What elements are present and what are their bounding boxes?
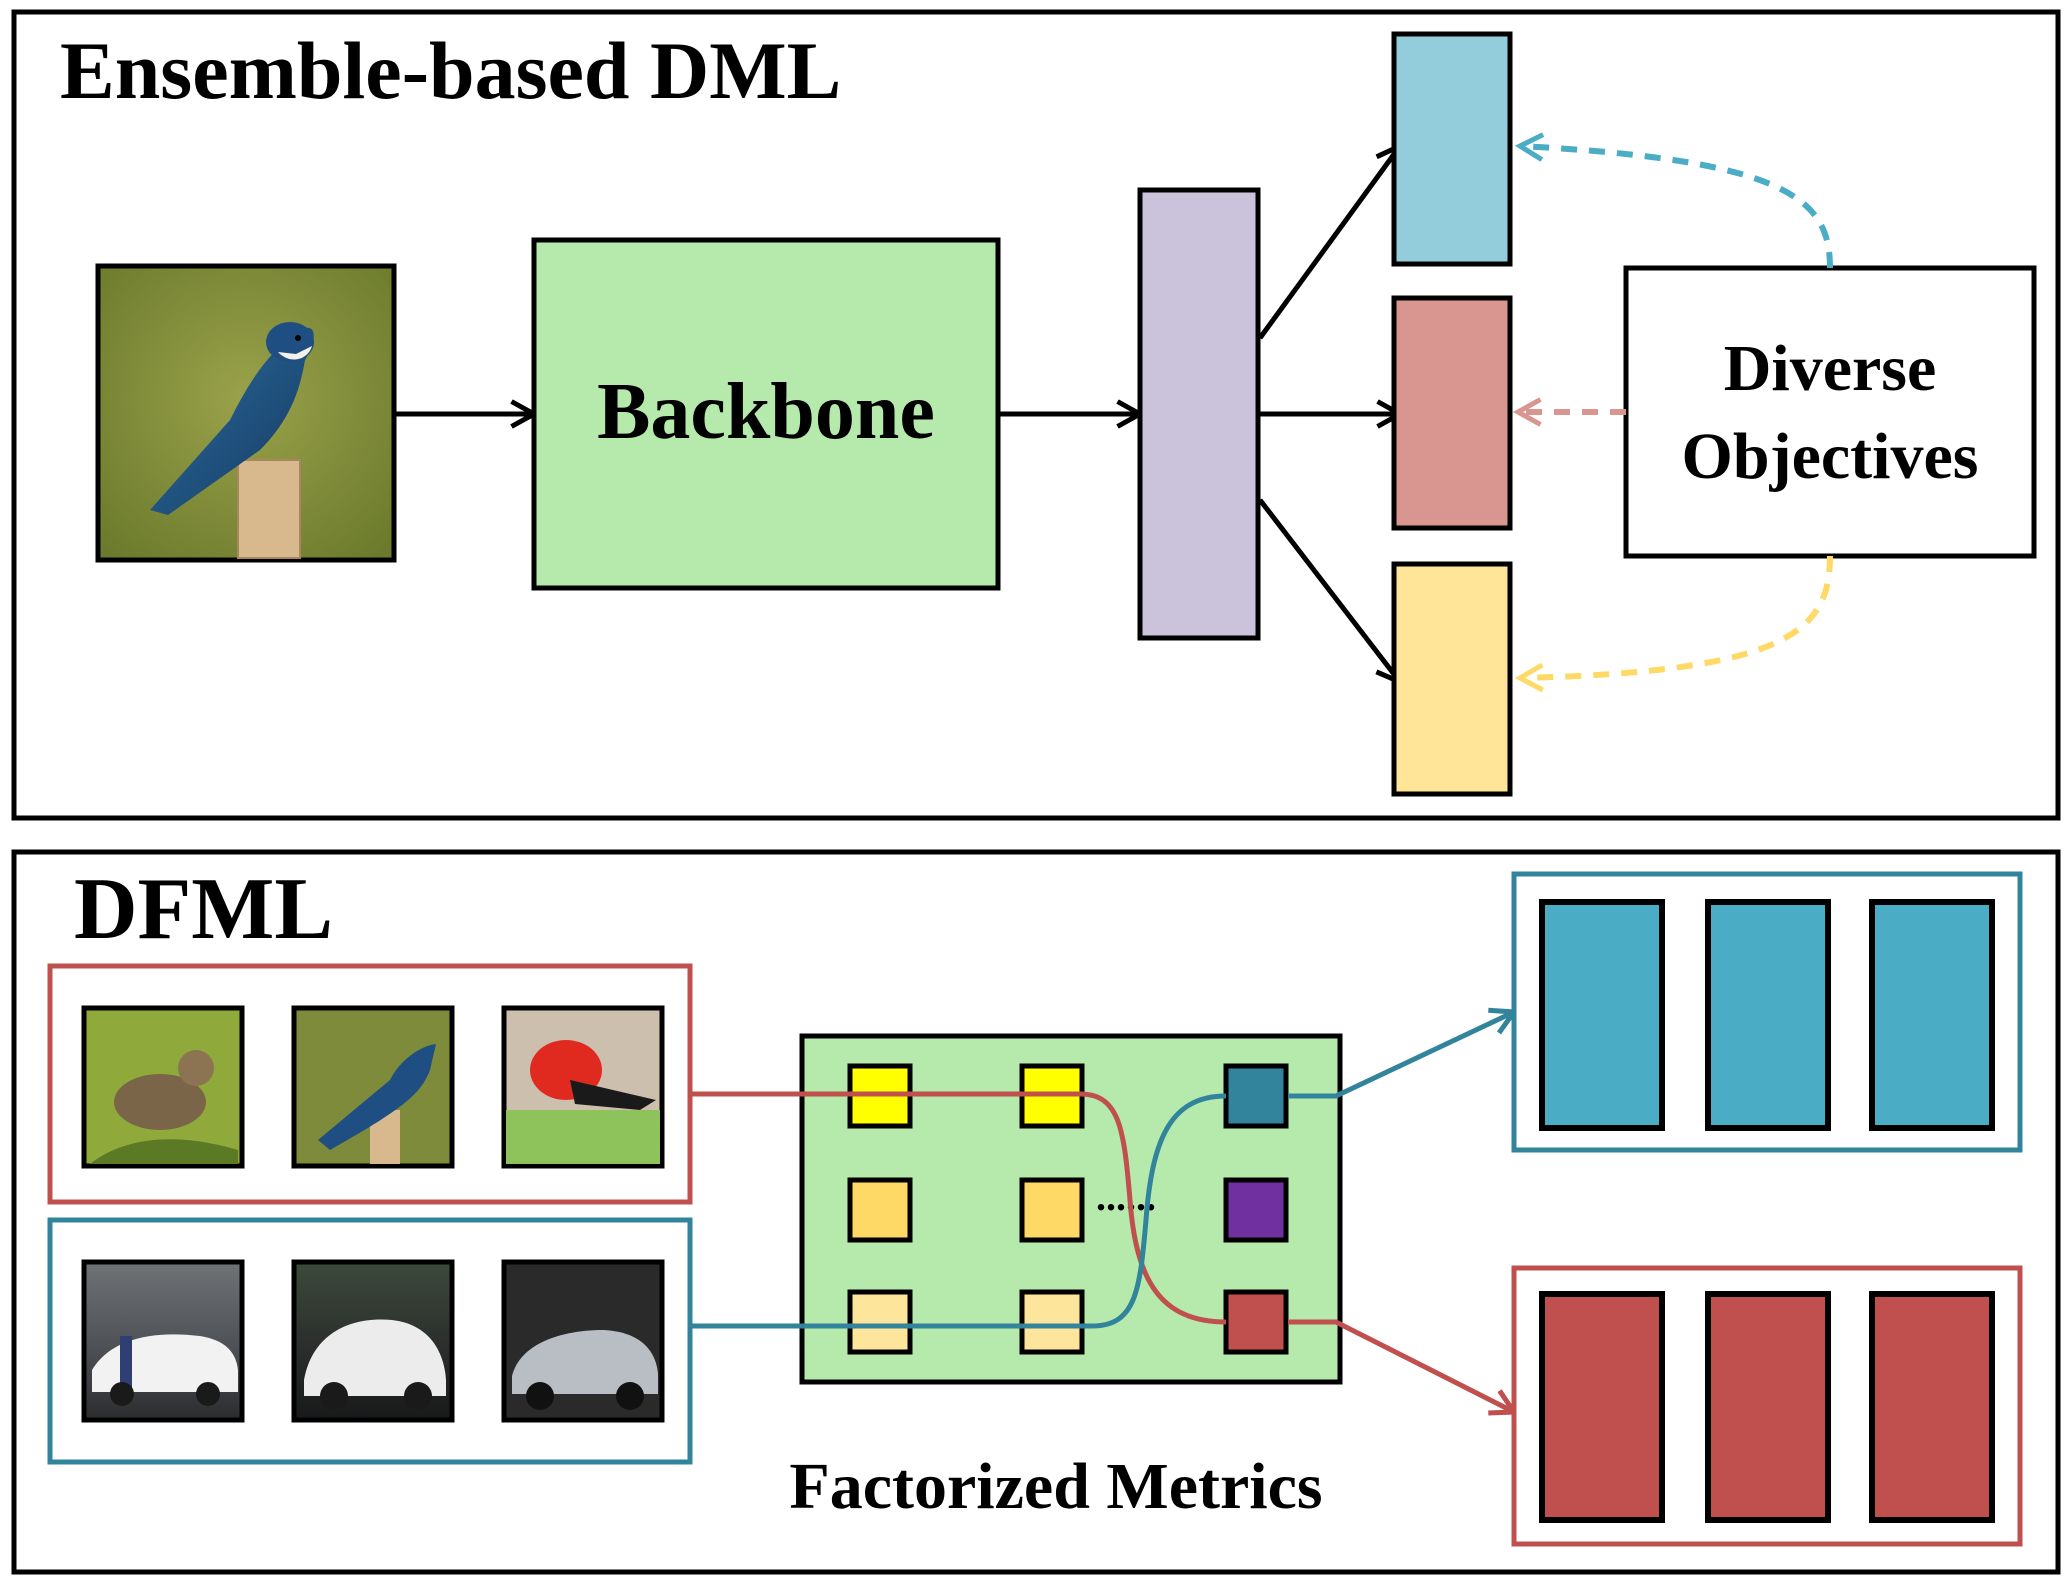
arrow-feature-to-embedding-3 bbox=[1258, 498, 1400, 682]
metric-cell-r3c3 bbox=[1223, 1289, 1289, 1355]
dfml-panel-title: DFML bbox=[74, 861, 333, 958]
feature-block bbox=[1137, 187, 1261, 641]
diverse-objectives-box bbox=[1623, 265, 2037, 559]
backbone-label: Backbone bbox=[597, 368, 935, 456]
metric-cell-r2c2 bbox=[1019, 1177, 1085, 1243]
metric-cell-r2c1 bbox=[847, 1177, 913, 1243]
car-image-convertible bbox=[501, 1259, 665, 1423]
factorized-metrics-label: Factorized Metrics bbox=[789, 1450, 1322, 1523]
bird-image-swallow bbox=[291, 1005, 455, 1169]
bird-embedding-bar-3 bbox=[1869, 1291, 1995, 1523]
car-embedding-bar-1 bbox=[1539, 899, 1665, 1131]
ensemble-panel: Ensemble-based DML Backbone Diverse bbox=[11, 9, 2061, 821]
metric-cell-r1c3 bbox=[1223, 1063, 1289, 1129]
dfml-panel: DFML bbox=[11, 849, 2061, 1575]
bird-output-arrow bbox=[1288, 1319, 1514, 1412]
car-image-corvette bbox=[81, 1259, 245, 1423]
backbone-box bbox=[531, 237, 1001, 591]
diverse-objectives-line2: Objectives bbox=[1682, 420, 1979, 493]
ensemble-panel-title: Ensemble-based DML bbox=[60, 25, 841, 116]
metric-cell-r2c3 bbox=[1223, 1177, 1289, 1243]
car-output-arrow bbox=[1288, 1012, 1514, 1099]
car-image-beetle bbox=[291, 1259, 455, 1423]
metric-cell-r3c1 bbox=[847, 1289, 913, 1355]
bird-image-tanager bbox=[501, 1005, 665, 1169]
diverse-objectives-line1: Diverse bbox=[1724, 332, 1937, 405]
bird-route-path bbox=[690, 1091, 1227, 1325]
embedding-head-1 bbox=[1391, 31, 1513, 267]
bird-embedding-bar-2 bbox=[1705, 1291, 1831, 1523]
metric-cell-r3c2 bbox=[1019, 1289, 1085, 1355]
objective-arrow-3 bbox=[1520, 555, 1833, 678]
car-route-path bbox=[690, 1093, 1227, 1329]
embedding-head-3 bbox=[1391, 561, 1513, 797]
bird-image-sparrow bbox=[81, 1005, 245, 1169]
car-embedding-bar-3 bbox=[1869, 899, 1995, 1131]
input-bird-image bbox=[95, 263, 397, 563]
bird-embedding-bar-1 bbox=[1539, 1291, 1665, 1523]
embedding-head-2 bbox=[1391, 295, 1513, 531]
car-embedding-bar-2 bbox=[1705, 899, 1831, 1131]
arrow-feature-to-embedding-1 bbox=[1257, 146, 1400, 340]
